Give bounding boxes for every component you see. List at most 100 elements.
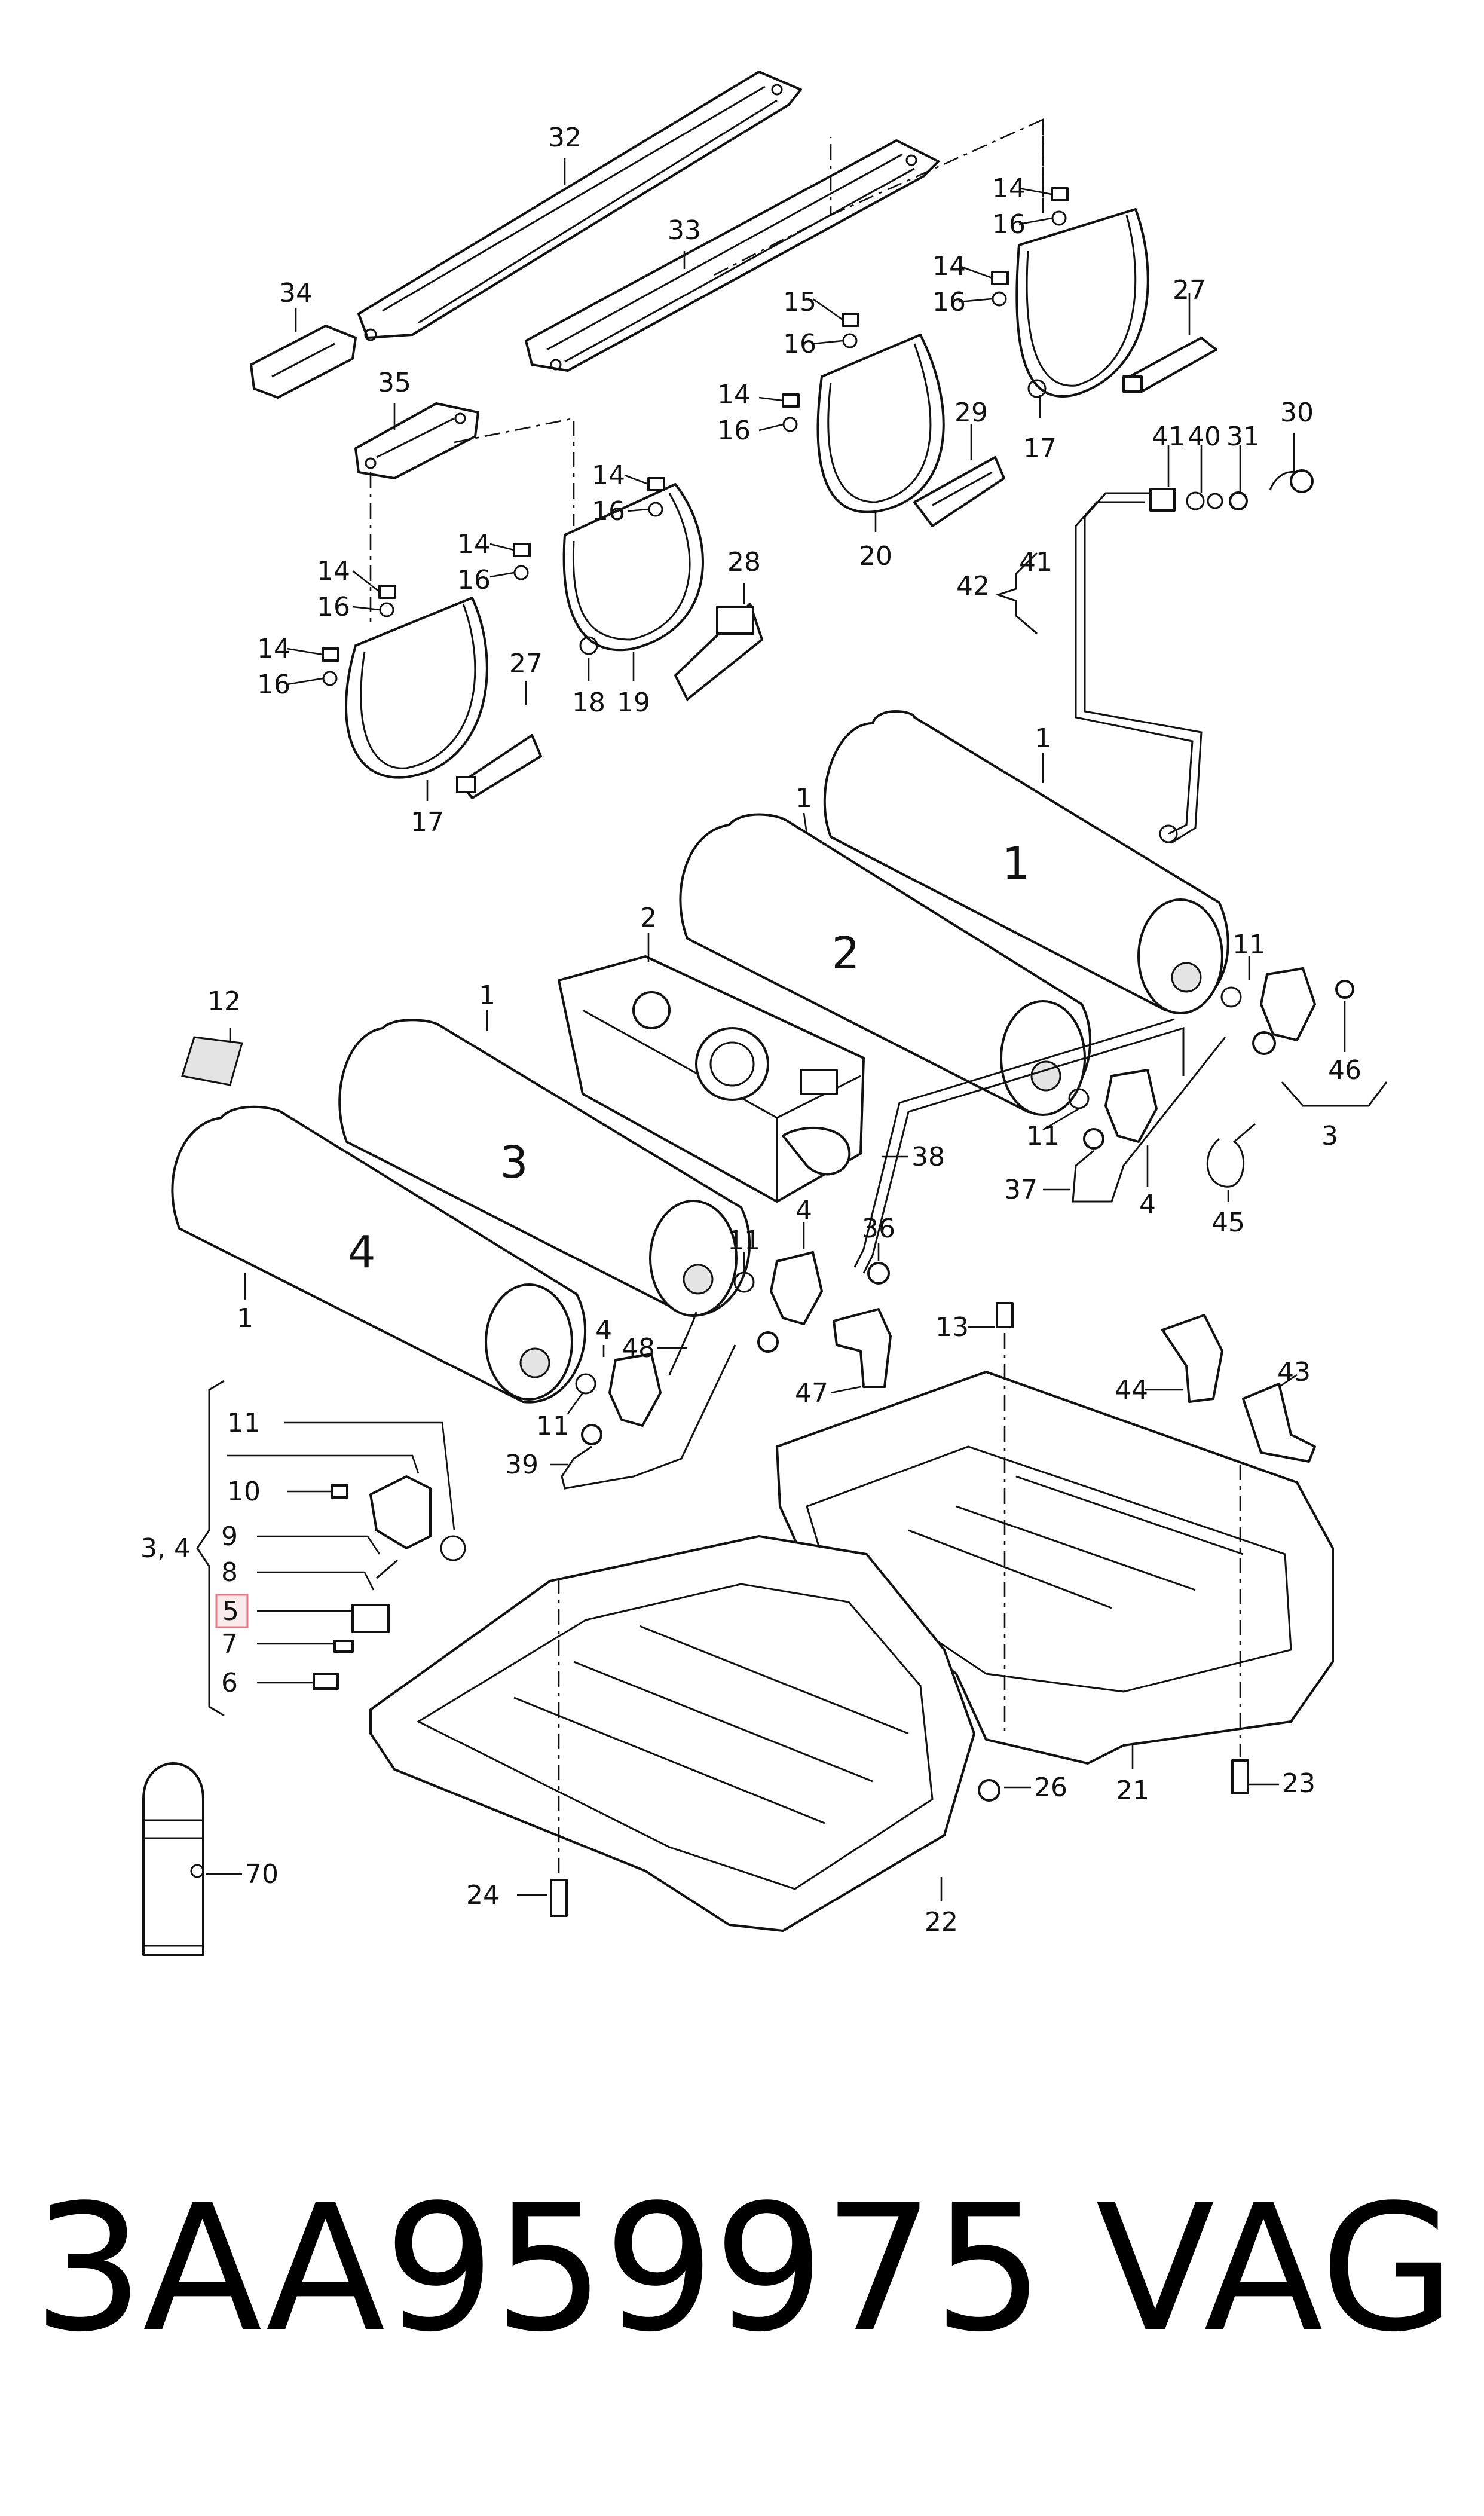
valve-4-left: [575, 1353, 662, 1445]
callout: 23: [1282, 1768, 1315, 1799]
gas-tank-1: [823, 710, 1229, 1014]
callout: 47: [795, 1378, 828, 1408]
callout: 1: [1035, 723, 1051, 754]
leader-lines: [206, 158, 1346, 1901]
bracket-43: [1242, 1383, 1316, 1463]
callout: 21: [1116, 1775, 1149, 1806]
callout: 3: [1321, 1121, 1338, 1151]
bracket-brace-42: [995, 552, 1038, 635]
callout: 43: [1277, 1357, 1311, 1387]
callout: 18: [572, 687, 605, 718]
bolt-24: [550, 1578, 568, 1917]
callout: 14: [592, 460, 625, 491]
callout: 14: [317, 556, 350, 586]
pipe-48: [668, 1312, 697, 1375]
callout: 17: [1023, 433, 1057, 464]
gas-tank-3: [338, 1019, 751, 1317]
clip-45: [1206, 1123, 1256, 1188]
callout: 42: [956, 571, 990, 601]
callout: 14: [717, 380, 751, 410]
bracket-brace-3: [1281, 1081, 1388, 1107]
callout: 4: [1139, 1190, 1156, 1220]
callout: 8: [221, 1557, 238, 1588]
tank-number: 2: [831, 928, 859, 979]
callout: 14: [932, 251, 966, 282]
callout: 3, 4: [140, 1533, 191, 1564]
footer: 3AA959975 VAG: [33, 2170, 1455, 2367]
sticker-12: [181, 1036, 243, 1086]
valve-4-middle: [733, 1251, 823, 1353]
callout: 24: [466, 1880, 500, 1910]
pipe-37: [1072, 1037, 1226, 1203]
callout: 7: [221, 1629, 238, 1659]
tank-number: 3: [500, 1137, 528, 1188]
brand-label: VAG: [1096, 2167, 1455, 2370]
callout: 11: [1026, 1121, 1060, 1151]
callout: 28: [727, 547, 761, 577]
strap-20: [816, 334, 945, 513]
callout: 40: [1188, 421, 1221, 452]
strap-19: [562, 483, 704, 655]
callout: 35: [378, 368, 411, 398]
callout: 4: [595, 1315, 612, 1346]
callout: 45: [1211, 1207, 1245, 1238]
callout: 17: [411, 807, 444, 837]
strap-17-lower: [345, 597, 488, 779]
callout: 14: [257, 634, 290, 664]
callout: 16: [783, 329, 816, 359]
callout: 6: [221, 1668, 238, 1698]
gas-tank-4: [171, 1105, 586, 1404]
callout: 16: [317, 592, 350, 622]
callout-labels: 32 33 34 35 14 16 14 16 27 15 16 14 16 2…: [140, 123, 1361, 1937]
fuel-tank-2: [558, 955, 865, 1203]
strap-17-upper: [1015, 208, 1149, 398]
bracket-47: [833, 1308, 892, 1388]
bolt-23: [1231, 1465, 1249, 1794]
callout-highlighted: 5: [222, 1596, 239, 1627]
bracket-44: [1161, 1314, 1223, 1403]
pipe-39: [561, 1344, 736, 1490]
callout: 11: [727, 1225, 761, 1256]
bracket-34: [250, 325, 357, 399]
callout: 12: [207, 986, 241, 1017]
tank-number-labels: 1 2 3 4: [347, 838, 1030, 1278]
nut-36: [867, 1262, 890, 1285]
callout: 16: [717, 415, 751, 446]
valve-assembly-small: [313, 1475, 466, 1690]
bracket-brace-34: [196, 1380, 225, 1717]
callout: 48: [622, 1333, 655, 1364]
callout: 15: [783, 287, 816, 317]
rail-32: [357, 71, 802, 341]
callout: 46: [1328, 1055, 1361, 1086]
pipe-38b: [853, 1018, 1175, 1268]
callout: 36: [862, 1213, 895, 1244]
callout: 11: [227, 1408, 261, 1438]
callout: 34: [279, 278, 313, 308]
callout: 2: [640, 903, 657, 933]
callout: 38: [911, 1142, 945, 1172]
callout: 16: [257, 669, 290, 700]
fittings-41-40-31-30: [1149, 469, 1314, 512]
support-27-lower: [456, 734, 542, 799]
rail-33: [525, 139, 940, 372]
callout: 70: [245, 1859, 279, 1890]
callout: 32: [548, 123, 582, 153]
bolt-13: [996, 1302, 1014, 1734]
callout: 16: [457, 565, 491, 595]
gas-line-42: [1075, 492, 1203, 844]
callout: 19: [617, 687, 650, 718]
cylinder-70: [142, 1762, 204, 1956]
guide-line: [454, 417, 575, 526]
fastener-set: [322, 187, 1069, 686]
valve-3-assembly: [1220, 967, 1354, 1055]
callout: 30: [1280, 398, 1314, 428]
cover-22: [369, 1535, 975, 1932]
callout: 41: [1019, 547, 1052, 577]
support-28: [674, 603, 763, 701]
bracket-35: [354, 402, 479, 479]
tank-number: 4: [347, 1227, 375, 1278]
callout: 20: [859, 541, 892, 571]
callout: 33: [668, 215, 701, 246]
callout: 11: [536, 1411, 570, 1441]
